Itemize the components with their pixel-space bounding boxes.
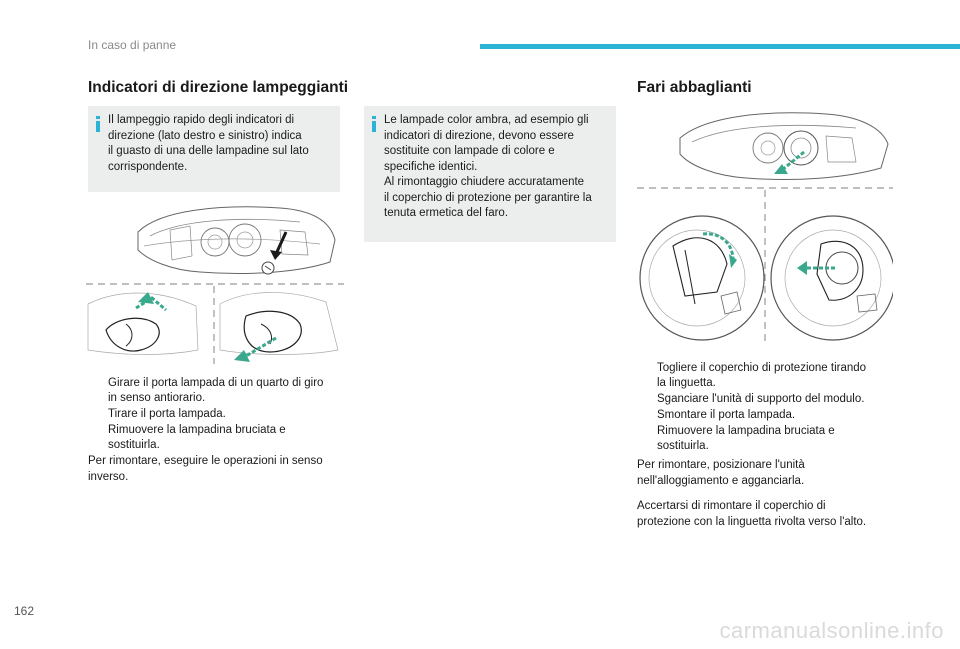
list-item: Tirare il porta lampada. [88,407,348,422]
bullet-text: Rimuovere la lampadina bruciata e sostit… [657,425,835,452]
high-beam-headlamp-illustration [679,112,889,181]
bullet-text: Tirare il porta lampada. [108,408,226,420]
watermark: carmanualsonline.info [719,618,944,643]
reassembly-instructions: Per rimontare, eseguire le operazioni in… [88,455,323,483]
headlamp-turn-signal-illustration [137,206,336,275]
amber-lamps-info-text: Le lampade color ambra, ad esempio gli i… [384,114,592,219]
high-beam-title: Fari abbaglianti [637,79,752,96]
bullet-text: Sganciare l'unità di supporto del modulo… [657,393,865,405]
bullet-text: Smontare il porta lampada. [657,409,796,421]
section-header-title: In caso di panne [88,38,177,52]
protection-cover-paragraph: Accertarsi di rimontare il coperchio di … [637,500,867,528]
header-accent-bar [480,44,960,49]
page-number: 162 [14,604,35,618]
bullet-text: Togliere il coperchio di protezione tira… [657,362,867,389]
turn-signal-steps-illustration [86,283,344,364]
high-beam-steps-illustration [637,187,893,346]
high-beam-steps-list: Togliere il coperchio di protezione tira… [637,361,907,530]
bullet-text: Girare il porta lampada di un quarto di … [108,377,324,404]
turn-signals-title: Indicatori di direzione lampeggianti [88,79,349,96]
info-i-icon [372,116,376,132]
list-item: Girare il porta lampada di un quarto di … [88,376,348,406]
reassembly-paragraph: Per rimontare, posizionare l'unità nell'… [637,459,805,487]
list-item: Togliere il coperchio di protezione tira… [637,361,907,391]
list-item: Smontare il porta lampada. [637,408,907,423]
turn-signals-info-box: Il lampeggio rapido degli indicatori di … [88,106,340,192]
info-i-icon [96,116,100,132]
list-item: Sganciare l'unità di supporto del modulo… [637,392,907,407]
bullet-text: Rimuovere la lampadina bruciata e sostit… [108,424,286,451]
turn-signals-info-text: Il lampeggio rapido degli indicatori di … [108,114,309,173]
turn-signal-steps-list: Girare il porta lampada di un quarto di … [88,376,348,485]
list-item: Rimuovere la lampadina bruciata e sostit… [88,423,348,453]
amber-lamps-info-box: Le lampade color ambra, ad esempio gli i… [364,106,616,242]
list-item: Rimuovere la lampadina bruciata e sostit… [637,424,907,454]
